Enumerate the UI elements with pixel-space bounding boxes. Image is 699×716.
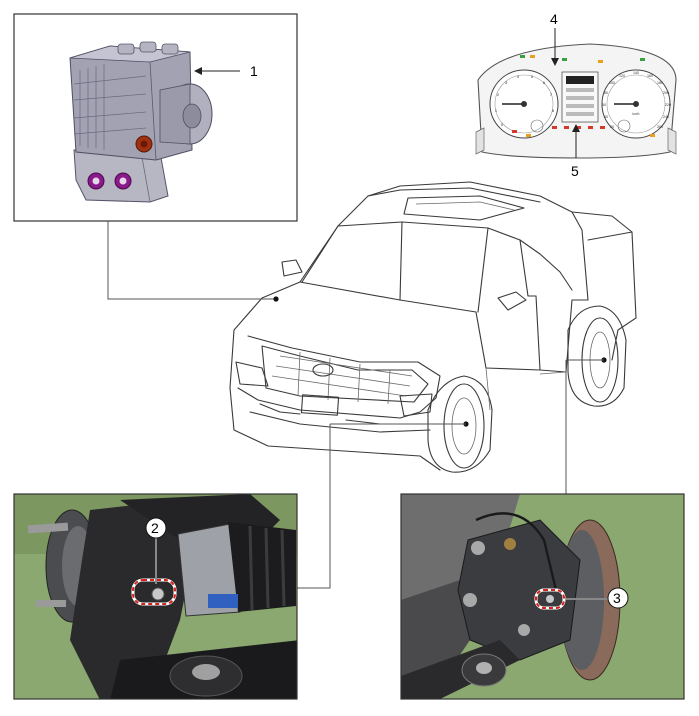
svg-text:140: 140: [633, 71, 639, 75]
svg-text:1: 1: [495, 108, 498, 113]
front-photo-frame: [13, 493, 298, 700]
svg-text:180: 180: [657, 81, 663, 85]
front-wheel-speed-sensor-photo: 2: [13, 493, 298, 700]
svg-text:80: 80: [604, 91, 608, 95]
svg-text:160: 160: [647, 74, 653, 78]
abs-hecu-module-icon: [69, 41, 213, 203]
pickup-truck-icon: [229, 181, 637, 473]
svg-text:8: 8: [552, 108, 555, 113]
svg-text:40: 40: [604, 115, 608, 119]
svg-text:60: 60: [602, 103, 606, 107]
svg-text:260: 260: [657, 125, 663, 129]
svg-text:7: 7: [550, 92, 553, 97]
rear-photo-frame: [400, 493, 685, 700]
cluster-right-ticks: 20 40 60 80 100 120 140 160 180 200 220 …: [602, 71, 671, 129]
callout-5: 5: [571, 163, 579, 179]
svg-text:0: 0: [501, 122, 504, 127]
rear-wheel-speed-sensor-icon: 3: [401, 494, 684, 699]
svg-text:100: 100: [609, 81, 615, 85]
svg-text:4: 4: [517, 74, 520, 79]
leader-lines: [107, 221, 607, 589]
svg-text:6: 6: [543, 80, 546, 85]
svg-text:3: 3: [505, 80, 508, 85]
svg-text:120: 120: [619, 74, 625, 78]
svg-text:240: 240: [663, 115, 669, 119]
callout-1: 1: [250, 63, 258, 79]
svg-text:20: 20: [610, 125, 614, 129]
svg-text:200: 200: [663, 91, 669, 95]
front-wheel-speed-sensor-icon: 2: [14, 494, 297, 699]
instrument-cluster-icon: 0 1 2 3 4 5 6 7 8 20 40 60 80 100 120 14…: [475, 28, 677, 159]
callout-2: 2: [151, 520, 159, 536]
svg-text:2: 2: [497, 92, 500, 97]
callout-3: 3: [613, 590, 621, 606]
rear-wheel-speed-sensor-photo: 3: [400, 493, 685, 700]
svg-text:km/h: km/h: [633, 112, 640, 116]
callout-4: 4: [550, 11, 558, 27]
cluster-left-ticks: 0 1 2 3 4 5 6 7 8: [495, 74, 555, 127]
svg-text:5: 5: [531, 74, 534, 79]
abs-unit-panel: 1: [13, 13, 298, 222]
svg-text:220: 220: [665, 103, 671, 107]
